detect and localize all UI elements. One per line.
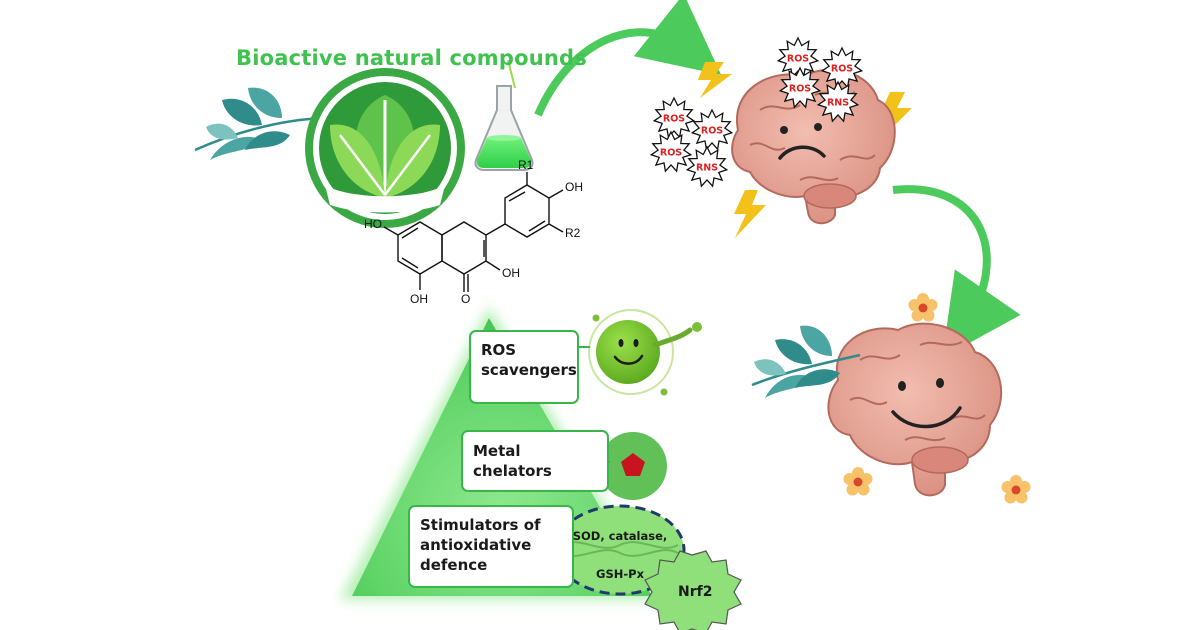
ros-radical-burst-icon: ROS (820, 46, 864, 89)
enzyme-label-line2: GSH-Px (596, 567, 644, 581)
starburst-shape (690, 108, 734, 151)
ros-radical-burst-icon: ROS (778, 66, 822, 109)
leaf-emblem-icon (305, 68, 465, 228)
ros-radical-burst-icon: ROS (652, 96, 696, 139)
enzyme-label-line1: SOD, catalase, (572, 529, 668, 543)
ros-radical-label: ROS (701, 126, 723, 137)
mechanism-line: antioxidative (420, 536, 532, 554)
mechanism-box-antioxidative-defence: Stimulators of antioxidative defence (408, 505, 574, 588)
ros-radical-label: ROS (789, 84, 811, 95)
starburst-shape (685, 145, 729, 188)
flower-icon (843, 293, 1031, 504)
mechanism-line: defence (420, 556, 488, 574)
starburst-shape (649, 130, 693, 173)
rns-radical-label: RNS (696, 163, 718, 174)
enzyme-cluster (554, 504, 686, 596)
ros-radical-label: ROS (787, 54, 809, 65)
rns-radical-label: RNS (827, 98, 849, 109)
starburst-shape (652, 96, 696, 139)
chem-label-oh-top: OH (565, 180, 583, 194)
chem-label-r1: R1 (518, 158, 534, 172)
leaf-branch-right-icon (751, 325, 861, 398)
chem-label-oh-bottom: OH (410, 292, 428, 306)
starburst-shape (816, 80, 860, 123)
chem-label-r2: R2 (565, 226, 581, 240)
mechanism-line: scavengers (481, 361, 577, 379)
molecule-mascot-icon (588, 309, 702, 396)
pentagon-ion-icon (599, 432, 667, 500)
ros-radical-burst-icon: ROS (690, 108, 734, 151)
mechanism-line: chelators (473, 462, 552, 480)
brain-happy-icon (827, 322, 1003, 497)
flavonoid-structure-icon (383, 172, 564, 292)
radical-cluster: ROS ROS ROS RNS ROS ROS ROS RNS (649, 36, 864, 188)
arrow-to-stressed-brain (534, 0, 722, 117)
chem-label-oh-mid: OH (502, 266, 520, 280)
rns-radical-burst-icon: RNS (685, 145, 729, 188)
ros-radical-label: ROS (663, 114, 685, 125)
diagram-title: Bioactive natural compounds (236, 46, 587, 70)
mechanism-box-metal-chelators: Metal chelators (461, 430, 609, 492)
ros-radical-burst-icon: ROS (649, 130, 693, 173)
starburst-shape (778, 66, 822, 109)
mechanism-line: Stimulators of (420, 516, 541, 534)
nrf2-label: Nrf2 (678, 584, 713, 600)
rns-radical-burst-icon: RNS (816, 80, 860, 123)
erlenmeyer-flask-icon (474, 59, 534, 171)
ros-radical-label: ROS (831, 64, 853, 75)
arrow-to-healthy-brain (892, 185, 1021, 358)
nrf2-gear-icon (644, 550, 742, 630)
chem-label-carbonyl: O (461, 292, 471, 306)
mechanism-line: ROS (481, 341, 517, 359)
mechanism-box-ros-scavengers: ROS scavengers (469, 330, 579, 404)
mechanism-line: Metal (473, 442, 521, 460)
chem-label-ho: HO (364, 217, 382, 231)
starburst-shape (820, 46, 864, 89)
leaf-branch-left-icon (194, 87, 331, 160)
ros-radical-label: ROS (660, 148, 682, 159)
